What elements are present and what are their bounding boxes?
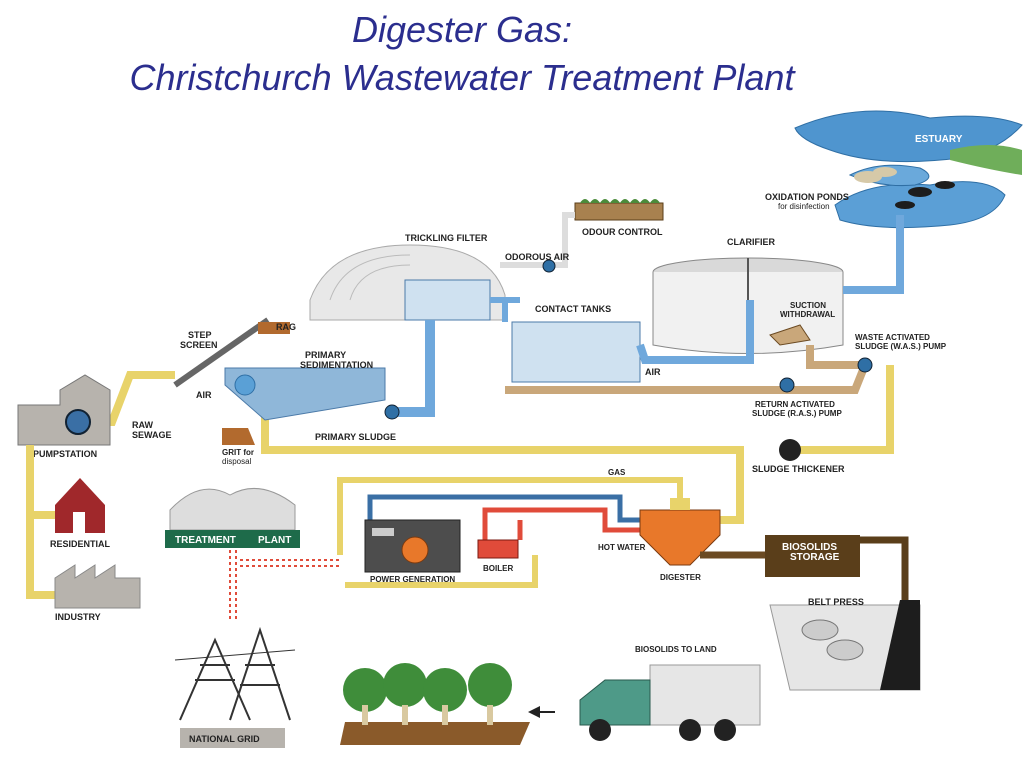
industry: INDUSTRY (54, 564, 141, 622)
raw-sewage-label-1: RAW (132, 420, 154, 430)
contact-tanks-label: CONTACT TANKS (535, 304, 611, 314)
estuary: ESTUARY (794, 110, 1023, 175)
trees (340, 663, 530, 745)
pumpstation: PUMPSTATION (17, 374, 111, 459)
pumpstation-label: PUMPSTATION (33, 449, 97, 459)
industry-label: INDUSTRY (55, 612, 101, 622)
digester: DIGESTER (639, 498, 721, 582)
was-pump-label-2: SLUDGE (W.A.S.) PUMP (855, 342, 947, 351)
contact-tanks: CONTACT TANKS AIR (511, 304, 661, 383)
residential: RESIDENTIAL (50, 478, 111, 549)
clarifier-label: CLARIFIER (727, 237, 775, 247)
step-screen-label-2: SCREEN (180, 340, 218, 350)
truck: BIOSOLIDS TO LAND (579, 645, 761, 741)
was-pump-label-1: WASTE ACTIVATED (855, 333, 930, 342)
title-line-2: Christchurch Wastewater Treatment Plant (129, 57, 795, 98)
national-grid: NATIONAL GRID (174, 626, 296, 748)
hot-water-label: HOT WATER (598, 543, 646, 552)
national-grid-label: NATIONAL GRID (189, 734, 260, 744)
ras-pump-label-1: RETURN ACTIVATED (755, 400, 835, 409)
primary-sedimentation: PRIMARY SEDIMENTATION AIR (196, 350, 386, 421)
air-contact-label: AIR (645, 367, 661, 377)
boiler: BOILER (477, 539, 519, 573)
boiler-label: BOILER (483, 564, 513, 573)
raw-sewage-label-2: SEWAGE (132, 430, 172, 440)
digester-label: DIGESTER (660, 573, 701, 582)
odour-control: ODOUR CONTROL (574, 199, 664, 237)
oxidation-ponds-label: OXIDATION PONDS (765, 192, 849, 202)
ras-pump-label-2: SLUDGE (R.A.S.) PUMP (752, 409, 842, 418)
step-screen: STEP SCREEN RAG (173, 317, 296, 388)
belt-press-label: BELT PRESS (808, 597, 864, 607)
biosolids-to-land-label: BIOSOLIDS TO LAND (635, 645, 717, 654)
treatment-plant-label-2: PLANT (258, 535, 291, 546)
grit-label-2: disposal (222, 457, 252, 466)
belt-press: BELT PRESS (769, 597, 921, 691)
rag-label: RAG (276, 322, 296, 332)
primary-sed-label-1: PRIMARY (305, 350, 346, 360)
trickling-filter-label: TRICKLING FILTER (405, 233, 488, 243)
primary-sludge-label: PRIMARY SLUDGE (315, 432, 396, 442)
odorous-air-label: ODOROUS AIR (505, 252, 570, 262)
sludge-thickener-label: SLUDGE THICKENER (752, 464, 845, 474)
grit-label-1: GRIT for (222, 448, 254, 457)
power-generation-label: POWER GENERATION (370, 575, 455, 584)
primary-sed-label-2: SEDIMENTATION (300, 360, 373, 370)
title-line-1: Digester Gas: (351, 9, 573, 50)
odour-control-label: ODOUR CONTROL (582, 227, 663, 237)
residential-label: RESIDENTIAL (50, 539, 111, 549)
suction-withdrawal-label-1: SUCTION (790, 301, 826, 310)
oxidation-ponds: OXIDATION PONDS for disinfection (765, 164, 1006, 229)
estuary-label: ESTUARY (915, 134, 963, 145)
gas-label: GAS (608, 468, 626, 477)
oxidation-ponds-sublabel: for disinfection (778, 202, 830, 211)
air-primary-label: AIR (196, 390, 212, 400)
grit: GRIT for disposal (222, 428, 255, 466)
biosolids-storage: BIOSOLIDS STORAGE (765, 535, 860, 577)
trickling-filter: TRICKLING FILTER (309, 233, 506, 321)
suction-withdrawal-label-2: WITHDRAWAL (780, 310, 835, 319)
treatment-plant-label-1: TREATMENT (175, 535, 236, 546)
treatment-plant: TREATMENT PLANT (165, 488, 300, 548)
biosolids-storage-label-2: STORAGE (790, 552, 840, 563)
step-screen-label-1: STEP (188, 330, 212, 340)
biosolids-storage-label-1: BIOSOLIDS (782, 542, 837, 553)
power-generation: POWER GENERATION (364, 519, 461, 584)
